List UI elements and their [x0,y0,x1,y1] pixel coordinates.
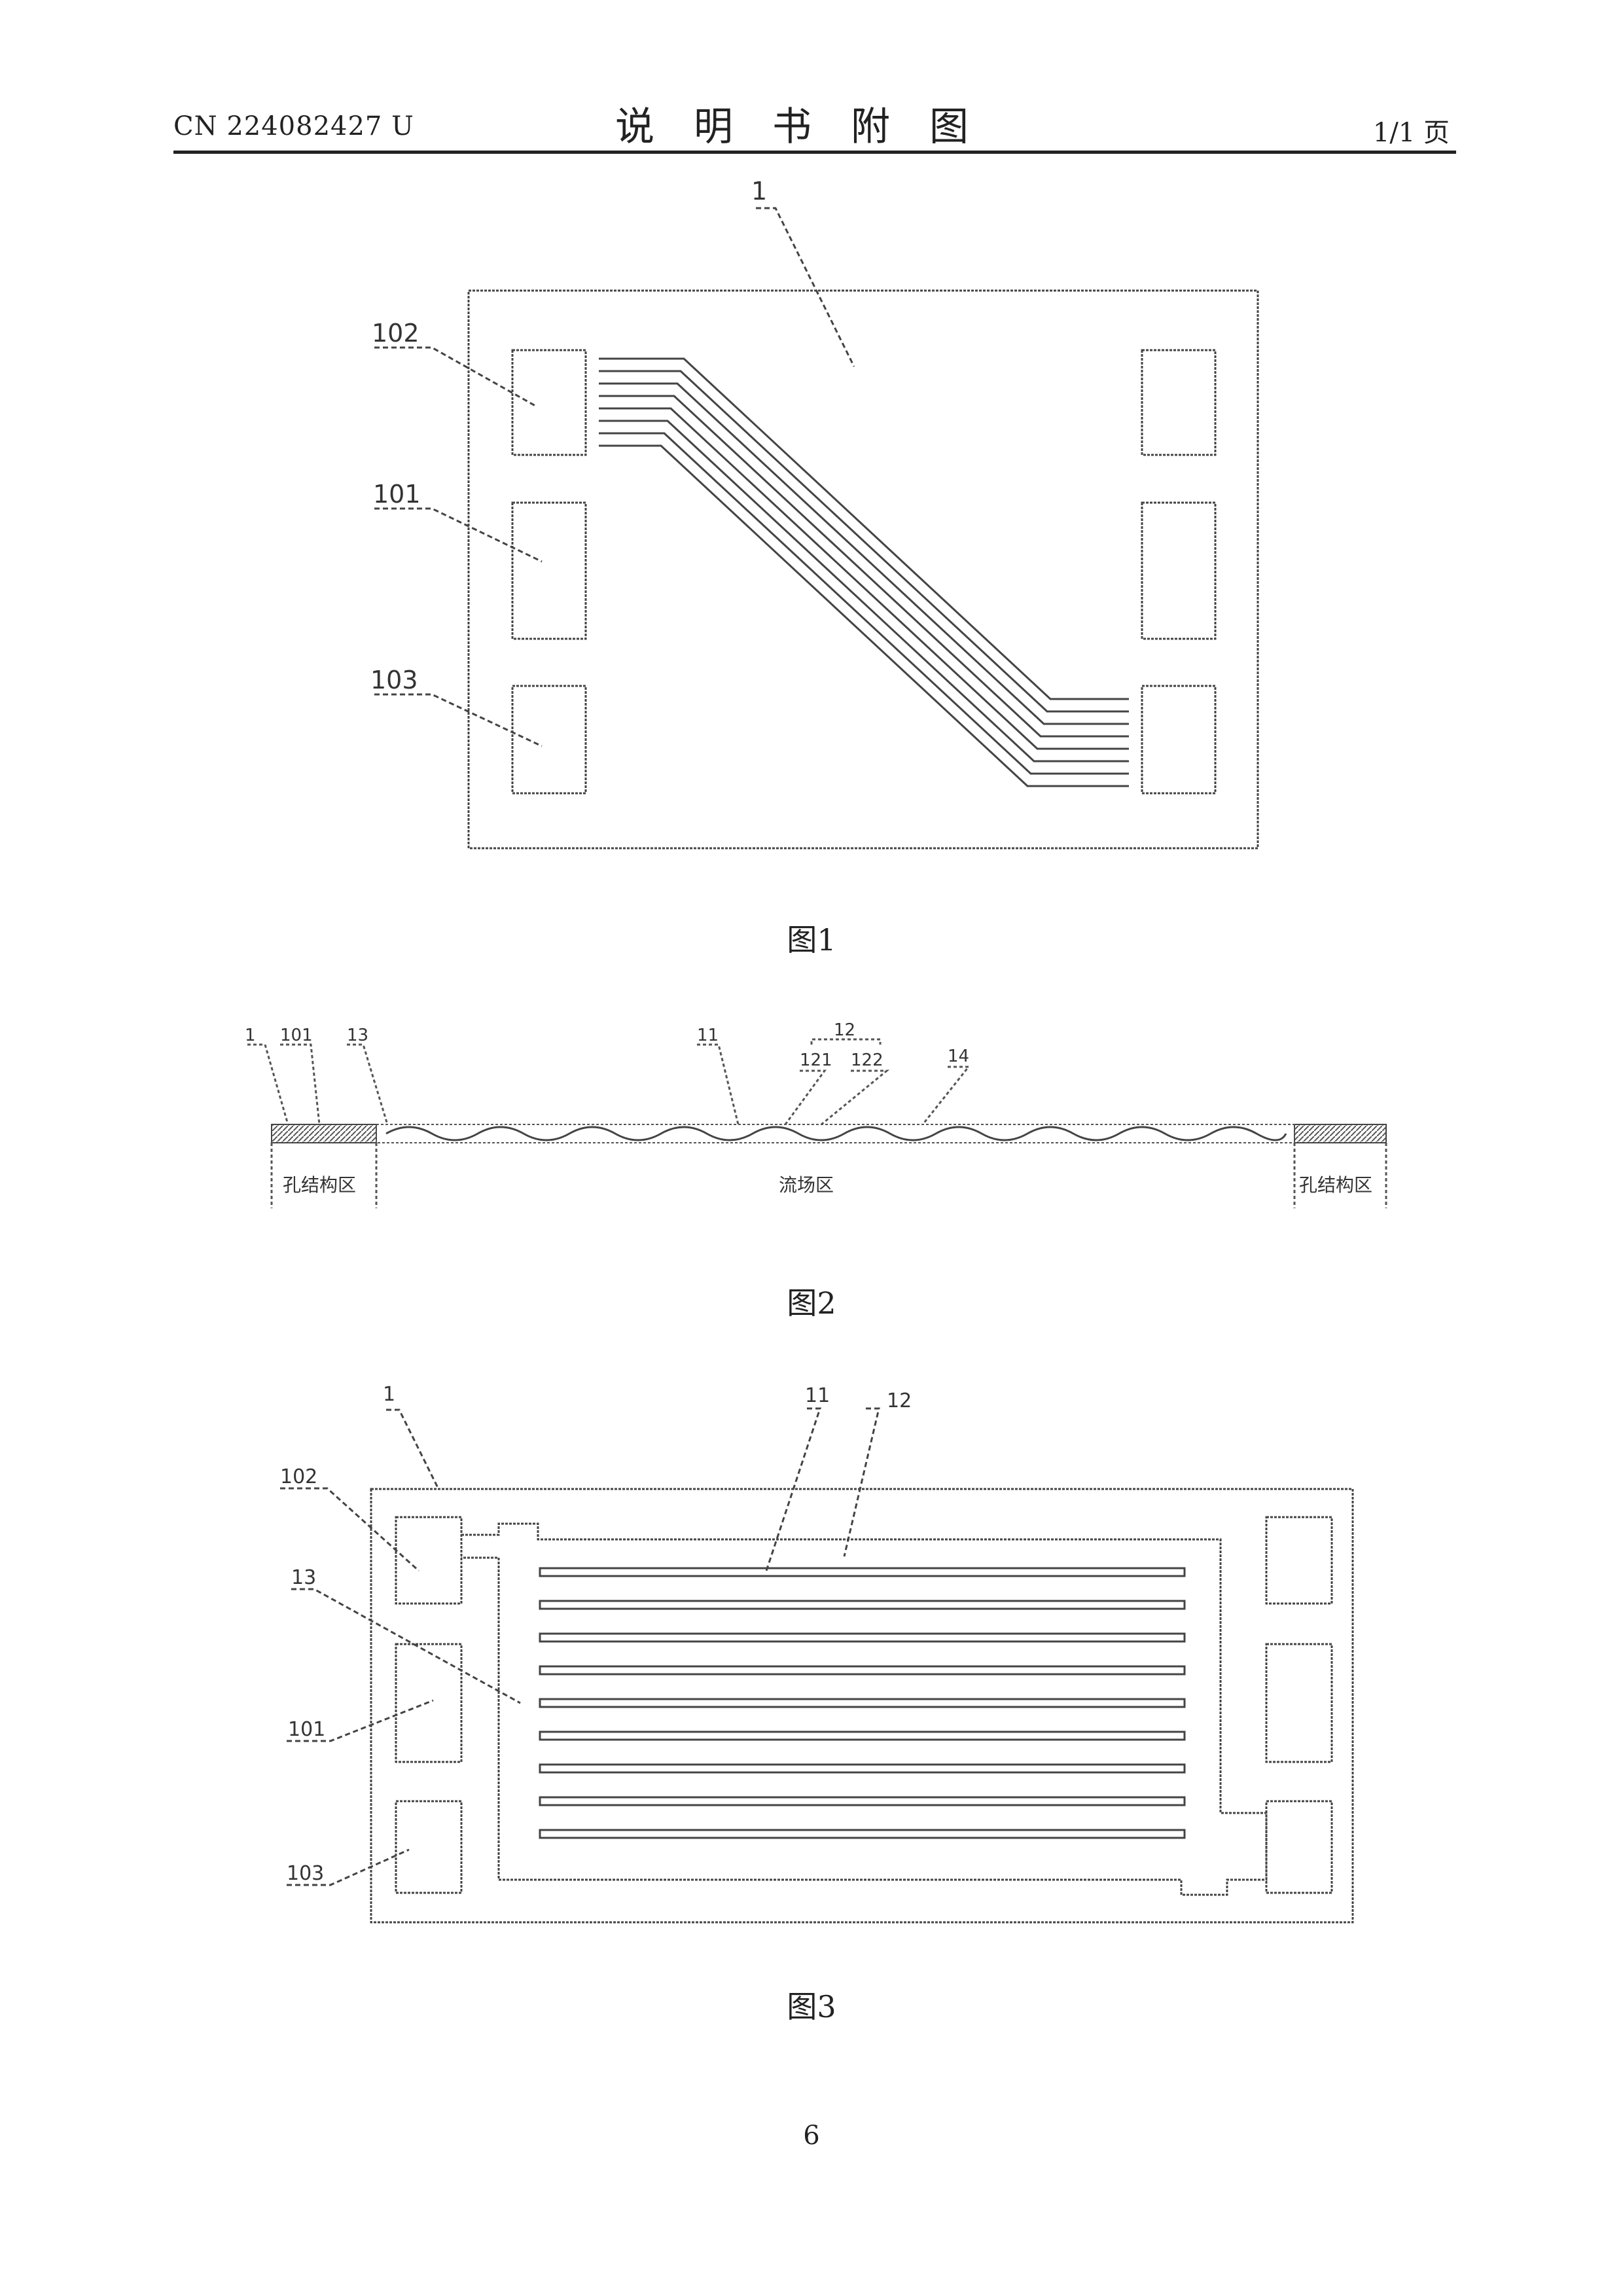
fig2-leader-11 [697,1045,738,1124]
fig1-label-101: 101 [373,480,421,509]
figure-1-caption: 图1 [0,916,1623,960]
fig1-pad-right-bottom [1142,686,1215,793]
figure-1-drawing: 1 102 101 103 [0,0,1623,877]
fig1-leader-1 [756,208,854,367]
fig3-label-103: 103 [287,1862,324,1885]
fig1-leader-103 [374,694,542,746]
fig3-label-1: 1 [383,1383,395,1406]
fig1-pad-right-top [1142,350,1215,455]
fig3-leader-102 [280,1488,419,1571]
fig2-layer [376,1124,1294,1143]
fig1-label-103: 103 [370,666,418,694]
fig2-leader-1 [247,1045,288,1124]
fig2-label-11: 11 [697,1026,719,1045]
fig3-leader-1 [386,1410,438,1489]
fig2-zone-right: 孔结构区 [1299,1174,1372,1196]
fig3-label-11: 11 [805,1384,830,1407]
fig2-label-121: 121 [800,1050,832,1070]
fig1-body-outline [469,291,1258,848]
fig2-leader-122 [821,1071,887,1124]
fig2-leader-14 [923,1067,969,1124]
fig1-leader-102 [374,348,535,406]
fig2-zone-center: 流场区 [779,1174,834,1196]
fig2-zone-left: 孔结构区 [283,1174,356,1196]
fig1-label-102: 102 [372,319,419,348]
fig1-leader-101 [374,509,542,562]
fig2-label-101: 101 [280,1026,313,1045]
fig3-leader-12 [844,1408,879,1556]
fig2-hatch-left [272,1124,376,1143]
page-number: 6 [0,2121,1623,2151]
fig2-hatch-right [1294,1124,1386,1143]
fig3-pad-103 [396,1801,461,1893]
fig1-pad-101 [512,503,586,639]
fig3-pad-right-top [1266,1517,1332,1604]
fig3-label-13: 13 [291,1566,316,1589]
fig2-label-14: 14 [948,1047,969,1066]
fig2-label-12: 12 [834,1020,855,1040]
fig2-wave-line [386,1127,1286,1140]
fig1-label-1: 1 [751,177,767,206]
fig2-label-122: 122 [851,1050,883,1070]
fig2-label-13: 13 [347,1026,368,1045]
fig3-pad-right-bottom [1266,1801,1332,1893]
figure-2-caption: 图2 [0,1280,1623,1323]
fig3-label-101: 101 [288,1718,325,1741]
fig3-label-102: 102 [280,1465,317,1488]
figure-3-caption: 图3 [0,1983,1623,2026]
fig2-leader-101 [280,1045,319,1124]
fig2-leader-13 [347,1045,387,1124]
fig3-label-12: 12 [887,1390,912,1412]
fig3-pad-right-middle [1266,1644,1332,1762]
fig3-flow-outline [461,1524,1266,1895]
fig1-pad-103 [512,686,586,793]
fig3-leader-13 [291,1589,520,1703]
fig3-channels [540,1568,1185,1838]
fig2-label-1: 1 [245,1026,256,1045]
fig1-pad-right-middle [1142,503,1215,639]
fig1-channel-lines [599,359,1129,786]
fig2-leader-12-bracket [812,1039,880,1045]
fig2-leader-121 [785,1071,825,1124]
fig3-body-outline [371,1489,1353,1922]
figure-3-drawing: 1 11 12 102 13 101 103 [0,1374,1623,2029]
figure-2-drawing: 1 101 13 11 12 121 122 14 孔结构区 流场区 孔结构区 [0,1008,1623,1244]
fig1-pad-102 [512,350,586,455]
